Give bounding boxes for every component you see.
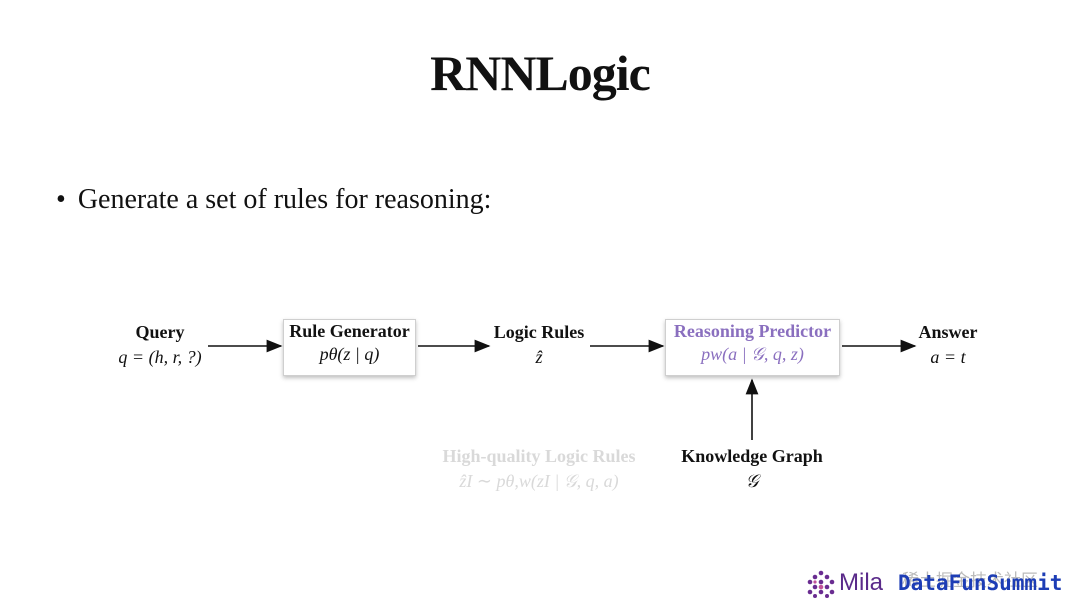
query-label: Query xyxy=(135,322,185,342)
rule-generator-box: Rule Generator pθ(z | q) xyxy=(283,319,416,376)
rule-generator-formula: pθ(z | q) xyxy=(319,344,380,364)
knowledge-graph-label: Knowledge Graph xyxy=(681,446,823,466)
knowledge-graph-symbol: 𝒢 xyxy=(745,471,759,491)
reasoning-predictor-box: Reasoning Predictor pw(a | 𝒢, q, z) xyxy=(665,319,840,376)
answer-label: Answer xyxy=(918,322,978,342)
logic-rules-label: Logic Rules xyxy=(493,322,585,342)
knowledge-graph-node: Knowledge Graph 𝒢 xyxy=(672,446,832,492)
high-quality-rules-formula: ẑI ∼ pθ,w(zI | 𝒢, q, a) xyxy=(459,471,619,491)
mila-hex-icon xyxy=(807,570,835,598)
logic-rules-symbol: ẑ xyxy=(535,347,543,367)
watermark-text: 稀土掘金技术社区 xyxy=(902,571,1038,591)
datafun-wordmark: DataFunSummit xyxy=(898,571,1063,595)
query-formula: q = (h, r, ?) xyxy=(118,347,202,367)
high-quality-rules-label: High-quality Logic Rules xyxy=(442,446,636,466)
answer-node: Answer a = t xyxy=(900,322,996,368)
datafun-logo: 稀土掘金技术社区 DataFunSummit xyxy=(898,566,1074,602)
bullet-text: Generate a set of rules for reasoning: xyxy=(77,184,492,215)
reasoning-predictor-formula: pw(a | 𝒢, q, z) xyxy=(701,344,804,364)
mila-wordmark: Mila xyxy=(839,569,884,596)
bullet-dot: • xyxy=(56,184,66,215)
high-quality-rules-node: High-quality Logic Rules ẑI ∼ pθ,w(zI | … xyxy=(424,446,654,492)
logic-rules-node: Logic Rules ẑ xyxy=(480,322,598,368)
slide-title: RNNLogic xyxy=(430,45,651,101)
answer-formula: a = t xyxy=(930,347,966,367)
reasoning-predictor-label: Reasoning Predictor xyxy=(673,321,832,341)
mila-logo: Mila xyxy=(806,566,890,602)
rule-generator-label: Rule Generator xyxy=(289,321,410,341)
bullet-item: • Generate a set of rules for reasoning: xyxy=(56,184,491,216)
query-node: Query q = (h, r, ?) xyxy=(100,322,220,368)
